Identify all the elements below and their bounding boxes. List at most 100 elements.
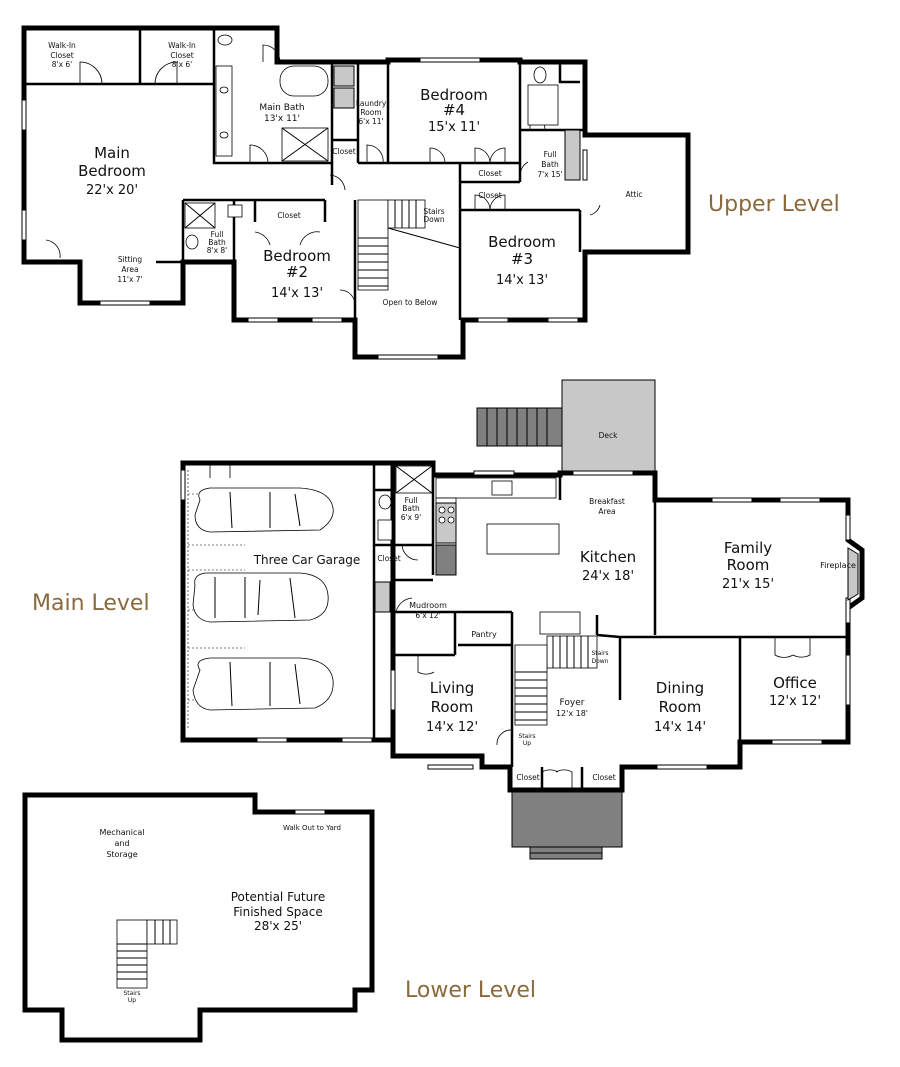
- upper-fixtures: [184, 34, 581, 250]
- breakfast-label: Breakfast: [589, 497, 625, 506]
- mudroom-label: Mudroom: [409, 601, 447, 610]
- front-porch: [511, 791, 623, 848]
- deck: [561, 379, 656, 474]
- bedroom-2-label: Bedroom: [263, 247, 331, 265]
- open-to-below-label: Open to Below: [383, 298, 438, 307]
- fireplace-icon: [847, 547, 859, 601]
- walkout-door: [294, 809, 326, 815]
- office-dim: 12'x 12': [769, 694, 821, 709]
- main-doors: [209, 463, 811, 790]
- main-stairs-down-label: Stairs: [591, 650, 608, 657]
- sitting-area-label-2: Area: [121, 265, 138, 274]
- main-full-bath-label-2: Bath: [402, 504, 420, 513]
- upper-windows: [21, 57, 588, 360]
- main-stairs-up-label: Stairs: [518, 733, 535, 740]
- breakfast-label-2: Area: [598, 507, 615, 516]
- main-bedroom-label-2: Bedroom: [78, 162, 146, 180]
- kitchen-fixtures: [435, 477, 581, 635]
- upper-stairs-label-2: Down: [423, 215, 444, 224]
- full-bath-8x8-dim: 8'x 8': [207, 246, 228, 255]
- laundry-closet-label: Closet: [332, 147, 355, 156]
- walkin-closet-2-dim: 8'x 6': [172, 60, 193, 69]
- family-room-label-2: Room: [727, 556, 770, 574]
- main-interior-walls: [372, 463, 848, 767]
- main-windows: [180, 469, 851, 770]
- deck-label: Deck: [599, 431, 619, 440]
- family-room-dim: 21'x 15': [722, 577, 774, 592]
- attic-label: Attic: [625, 190, 642, 199]
- main-bedroom-dim: 22'x 20': [86, 183, 138, 198]
- future-space-label-2: Finished Space: [233, 905, 323, 919]
- lower-stairs-up-label-2: Up: [128, 997, 136, 1004]
- upper-exterior-wall: [21, 25, 691, 360]
- walkin-closet-1-label-2: Closet: [50, 51, 73, 60]
- dining-room-dim: 14'x 14': [654, 720, 706, 735]
- full-bath-upper-dim: 7'x 15': [537, 170, 562, 179]
- upper-interior-walls: [24, 28, 585, 320]
- lower-level-title: Lower Level: [405, 978, 536, 1003]
- main-level: Deck Breakfast Area Three Car Garage Ful…: [32, 379, 865, 860]
- main-bath-label: Main Bath: [259, 103, 304, 113]
- main-full-bath-label: Full: [405, 496, 418, 505]
- family-room-label: Family: [724, 539, 772, 557]
- laundry-dim: 6'x 11': [358, 117, 383, 126]
- main-labels: Deck Breakfast Area Three Car Garage Ful…: [32, 431, 856, 782]
- foyer-dim: 12'x 18': [556, 709, 588, 718]
- foyer-closet-right-label: Closet: [592, 773, 615, 782]
- upper-level-title: Upper Level: [708, 192, 840, 217]
- bedroom-3-number: #3: [511, 250, 533, 268]
- office-label: Office: [773, 674, 817, 692]
- bedroom-2-dim: 14'x 13': [271, 286, 323, 301]
- upper-labels: Walk-In Closet 8'x 6' Walk-In Closet 8'x…: [48, 41, 840, 307]
- main-stairs-up-label-2: Up: [523, 740, 531, 747]
- bedroom-3-dim: 14'x 13': [496, 273, 548, 288]
- walkin-closet-1-dim: 8'x 6': [52, 60, 73, 69]
- main-bedroom-label: Main: [94, 144, 130, 162]
- mudroom-dim: 6'x 12': [415, 611, 440, 620]
- pantry-label: Pantry: [471, 630, 497, 639]
- bedroom-4-dim: 15'x 11': [428, 120, 480, 135]
- dining-room-label: Dining: [656, 679, 704, 697]
- main-bath-dim: 13'x 11': [264, 114, 300, 124]
- laundry-label: Laundry: [356, 99, 387, 108]
- walkout-label: Walk Out to Yard: [283, 824, 341, 832]
- lower-stairs-up-label: Stairs: [123, 990, 140, 997]
- deck-stairs: [476, 407, 563, 447]
- bedroom-2-closet-label: Closet: [277, 211, 300, 220]
- full-bath-upper-label-2: Bath: [541, 160, 559, 169]
- main-level-title: Main Level: [32, 591, 150, 616]
- mechanical-label-2: and: [114, 839, 129, 848]
- main-full-bath-dim: 6'x 9': [401, 513, 422, 522]
- laundry-label-2: Room: [360, 108, 381, 117]
- bedroom-3-closet-label: Closet: [478, 191, 501, 200]
- sitting-area-dim: 11'x 7': [117, 275, 142, 284]
- walkin-closet-2-label: Walk-In: [168, 41, 196, 50]
- full-bath-8x8-label: Full: [211, 230, 224, 239]
- lower-labels: Mechanical and Storage Walk Out to Yard …: [99, 824, 535, 1004]
- bedroom-4-label: Bedroom: [420, 86, 488, 104]
- future-space-dim: 28'x 25': [254, 919, 302, 933]
- mechanical-label: Mechanical: [99, 828, 144, 837]
- mechanical-label-3: Storage: [106, 850, 137, 859]
- bedroom-3-label: Bedroom: [488, 233, 556, 251]
- lower-stairs: [116, 919, 148, 989]
- foyer-label: Foyer: [560, 698, 585, 708]
- garage-label: Three Car Garage: [253, 553, 361, 567]
- upper-stairs: [357, 199, 461, 291]
- walkin-closet-2-label-2: Closet: [170, 51, 193, 60]
- sitting-area-label: Sitting: [118, 255, 143, 264]
- lower-level: Mechanical and Storage Walk Out to Yard …: [22, 792, 536, 1043]
- living-room-dim: 14'x 12': [426, 720, 478, 735]
- walkin-closet-1-label: Walk-In: [48, 41, 76, 50]
- dining-room-label-2: Room: [659, 698, 702, 716]
- bedroom-4-closet-label: Closet: [478, 169, 501, 178]
- kitchen-dim: 24'x 18': [582, 569, 634, 584]
- lower-exterior-wall: [22, 792, 375, 1043]
- bedroom-4-number: #4: [443, 101, 465, 119]
- main-closet-label: Closet: [377, 554, 400, 563]
- kitchen-label: Kitchen: [580, 548, 636, 566]
- foyer-closet-left-label: Closet: [516, 773, 539, 782]
- garage-cars: [192, 487, 334, 711]
- living-room-label-2: Room: [431, 698, 474, 716]
